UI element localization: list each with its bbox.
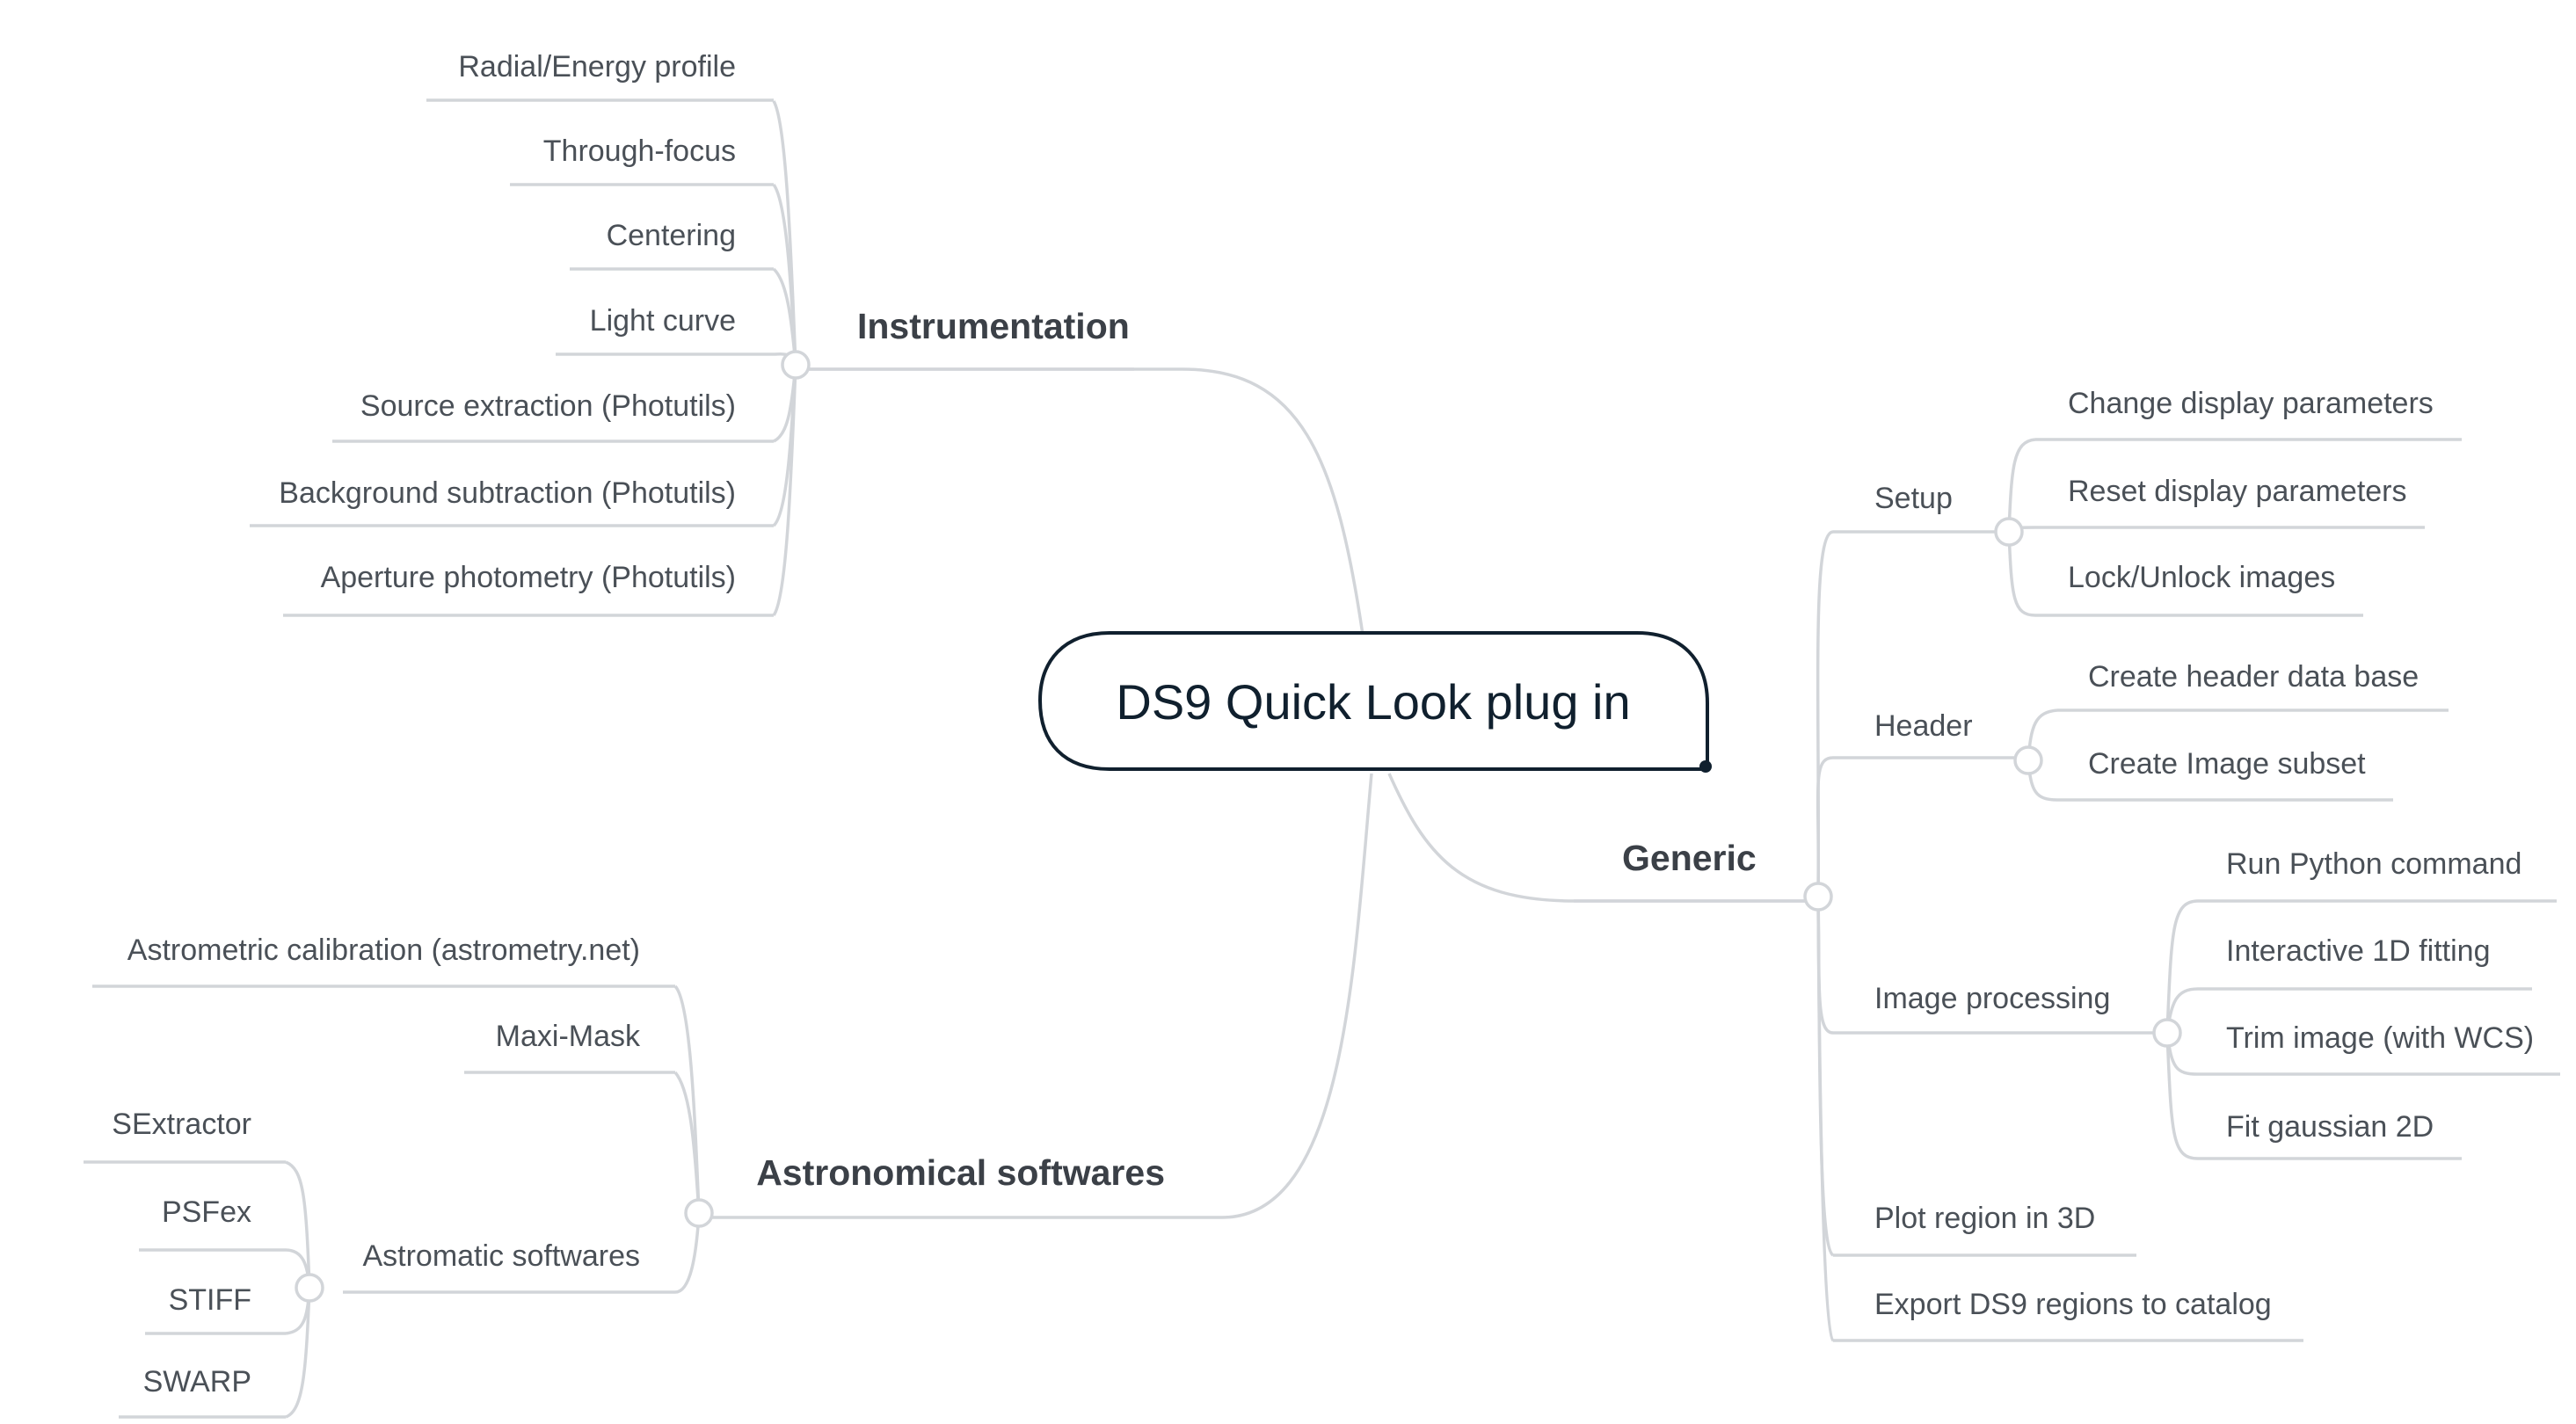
node-source-extraction[interactable]: Source extraction (Photutils) xyxy=(360,389,736,423)
node-background-subtraction[interactable]: Background subtraction (Photutils) xyxy=(279,476,736,510)
node-setup[interactable]: Setup xyxy=(1874,482,1953,515)
node-swarp[interactable]: SWARP xyxy=(143,1365,251,1399)
connector-root-instrumentation xyxy=(796,367,1364,636)
connector-astro-2 xyxy=(673,1071,701,1214)
connector-setup-1 xyxy=(2007,438,2036,533)
node-reset-display-parameters[interactable]: Reset display parameters xyxy=(2068,475,2407,508)
node-aperture-photometry[interactable]: Aperture photometry (Photutils) xyxy=(321,561,736,594)
node-astromatic-softwares[interactable]: Astromatic softwares xyxy=(362,1239,640,1273)
node-image-processing[interactable]: Image processing xyxy=(1874,982,2110,1015)
node-create-header-data-base[interactable]: Create header data base xyxy=(2088,660,2419,694)
node-trim-image[interactable]: Trim image (with WCS) xyxy=(2226,1021,2534,1055)
collapse-toggle-generic[interactable] xyxy=(1803,882,1833,912)
node-maxi-mask[interactable]: Maxi-Mask xyxy=(496,1020,641,1053)
branch-generic[interactable]: Generic xyxy=(1622,838,1757,878)
node-plot-region-3d[interactable]: Plot region in 3D xyxy=(1874,1202,2095,1235)
connector-imageproc-4 xyxy=(2165,1032,2199,1160)
node-change-display-parameters[interactable]: Change display parameters xyxy=(2068,387,2434,420)
node-sextractor[interactable]: SExtractor xyxy=(112,1108,251,1141)
node-radial-energy-profile[interactable]: Radial/Energy profile xyxy=(458,50,736,84)
node-fit-gaussian-2d[interactable]: Fit gaussian 2D xyxy=(2226,1110,2434,1144)
collapse-toggle-astromatic[interactable] xyxy=(295,1273,324,1303)
node-lock-unlock-images[interactable]: Lock/Unlock images xyxy=(2068,561,2335,594)
node-through-focus[interactable]: Through-focus xyxy=(543,134,736,168)
connector-generic-export xyxy=(1816,896,1835,1342)
node-create-image-subset[interactable]: Create Image subset xyxy=(2088,747,2366,781)
collapse-toggle-instrumentation[interactable] xyxy=(781,350,811,380)
node-run-python-command[interactable]: Run Python command xyxy=(2226,847,2521,881)
node-header[interactable]: Header xyxy=(1874,709,1973,743)
connector-inst-7 xyxy=(772,364,797,617)
connector-generic-setup xyxy=(1816,530,1834,897)
node-astrometric-calibration[interactable]: Astrometric calibration (astrometry.net) xyxy=(127,934,640,967)
branch-instrumentation[interactable]: Instrumentation xyxy=(857,306,1130,346)
node-psfex[interactable]: PSFex xyxy=(162,1195,251,1229)
connector-imageproc-1 xyxy=(2165,899,2199,1034)
branch-astronomical-softwares[interactable]: Astronomical softwares xyxy=(756,1152,1165,1193)
collapse-toggle-image-processing[interactable] xyxy=(2152,1018,2182,1048)
connector-root-generic xyxy=(1387,773,1818,903)
collapse-toggle-astronomical[interactable] xyxy=(684,1198,714,1228)
root-resize-handle[interactable] xyxy=(1699,760,1712,773)
root-label: DS9 Quick Look plug in xyxy=(1116,674,1630,730)
connector-root-astronomical xyxy=(699,773,1373,1219)
connector-setup-3 xyxy=(2007,531,2036,617)
node-light-curve[interactable]: Light curve xyxy=(590,304,736,338)
node-centering[interactable]: Centering xyxy=(607,219,736,252)
connector-generic-header xyxy=(1816,756,1834,897)
node-export-ds9-regions[interactable]: Export DS9 regions to catalog xyxy=(1874,1288,2272,1321)
node-stiff[interactable]: STIFF xyxy=(169,1283,251,1317)
root-node[interactable] xyxy=(1037,631,1709,771)
connector-inst-3 xyxy=(772,267,797,366)
connector-astromatic-4 xyxy=(285,1287,311,1419)
connector-astromatic-1 xyxy=(285,1160,311,1289)
node-interactive-1d-fitting[interactable]: Interactive 1D fitting xyxy=(2226,934,2490,968)
collapse-toggle-setup[interactable] xyxy=(1994,517,2024,547)
collapse-toggle-header[interactable] xyxy=(2013,745,2043,775)
